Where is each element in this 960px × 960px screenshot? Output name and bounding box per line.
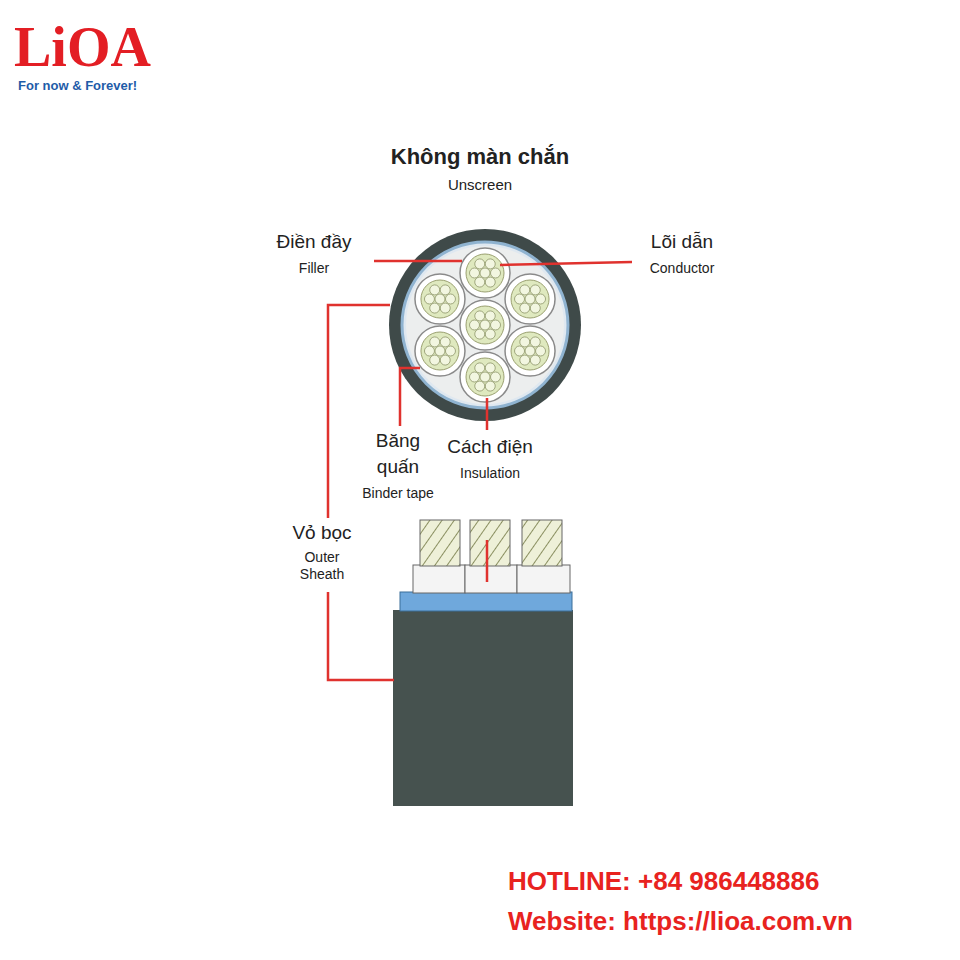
core-part [475,381,485,391]
core-part [445,346,455,356]
core-part [424,294,434,304]
core-part [430,337,440,347]
conductor-side [522,520,562,566]
core-part [485,311,495,321]
core-part [520,337,530,347]
core-part [491,268,501,278]
core-part [485,277,495,287]
core-part [430,285,440,295]
core-part [530,285,540,295]
part-name-en: Conductor [650,260,715,277]
hotline: HOTLINE: +84 986448886 [508,866,819,897]
core-part [445,294,455,304]
core-part [530,355,540,365]
core-part [530,337,540,347]
core-part [485,381,495,391]
core-part [415,274,465,324]
core-part [466,306,504,344]
core-part [536,294,546,304]
core-part [440,337,450,347]
core-part [430,303,440,313]
part-name: Băng quấn [368,428,428,479]
core-part [470,320,480,330]
part-name-en: Insulation [460,465,520,482]
core-part [470,268,480,278]
filler [406,246,564,404]
core-part [491,320,501,330]
core-part [475,277,485,287]
leader-lines [328,261,632,680]
core-part [460,352,510,402]
core-part [475,311,485,321]
part-name: Điền đầy [277,231,352,254]
binder-tape [402,242,568,408]
core-part [440,355,450,365]
insulation-side [465,565,517,593]
core-part [475,363,485,373]
core-part [515,346,525,356]
core-part [536,346,546,356]
core-part [466,358,504,396]
core-part [485,259,495,269]
core-part [430,355,440,365]
core-part [505,274,555,324]
diagram-title: Không màn chắn [391,144,569,170]
core-part [525,294,535,304]
core-part [530,303,540,313]
part-name: Lõi dẫn [651,231,713,254]
core-part [520,303,530,313]
subtitle: Unscreen [448,176,512,194]
brand-slogan: For now & Forever! [18,78,137,94]
part-name: Cách điện [447,436,533,459]
core-part [515,294,525,304]
core-part [466,254,504,292]
core-part [480,320,490,330]
core-part [475,259,485,269]
insulation-side [517,565,570,593]
core-part [460,300,510,350]
core-part [460,248,510,298]
core-part [415,326,465,376]
core-part [480,268,490,278]
outer-sheath [389,229,581,421]
part-name-en: Binder tape [362,485,434,502]
brand-logo: LiOA [14,14,151,81]
core-part [470,372,480,382]
part-name-en: Filler [299,260,329,277]
core-part [480,372,490,382]
core-part [511,280,549,318]
core-part [424,346,434,356]
core-part [485,329,495,339]
core-part [525,346,535,356]
part-name: Vỏ bọc [290,522,353,545]
core-part [421,280,459,318]
core-part [440,285,450,295]
core-part [475,329,485,339]
core-part [520,355,530,365]
website: Website: https://lioa.com.vn [508,906,853,937]
insulation-side [413,565,465,593]
conductor-side [420,520,460,566]
binder-side [400,592,572,611]
conductor-side [470,520,510,566]
part-name-en: Outer Sheath [295,549,349,583]
core-part [485,363,495,373]
core-part [491,372,501,382]
core-part [505,326,555,376]
core-part [520,285,530,295]
core-part [435,294,445,304]
core-part [435,346,445,356]
core-part [421,332,459,370]
core-part [511,332,549,370]
core-part [440,303,450,313]
sheath-side [393,610,573,806]
cores [415,248,555,402]
